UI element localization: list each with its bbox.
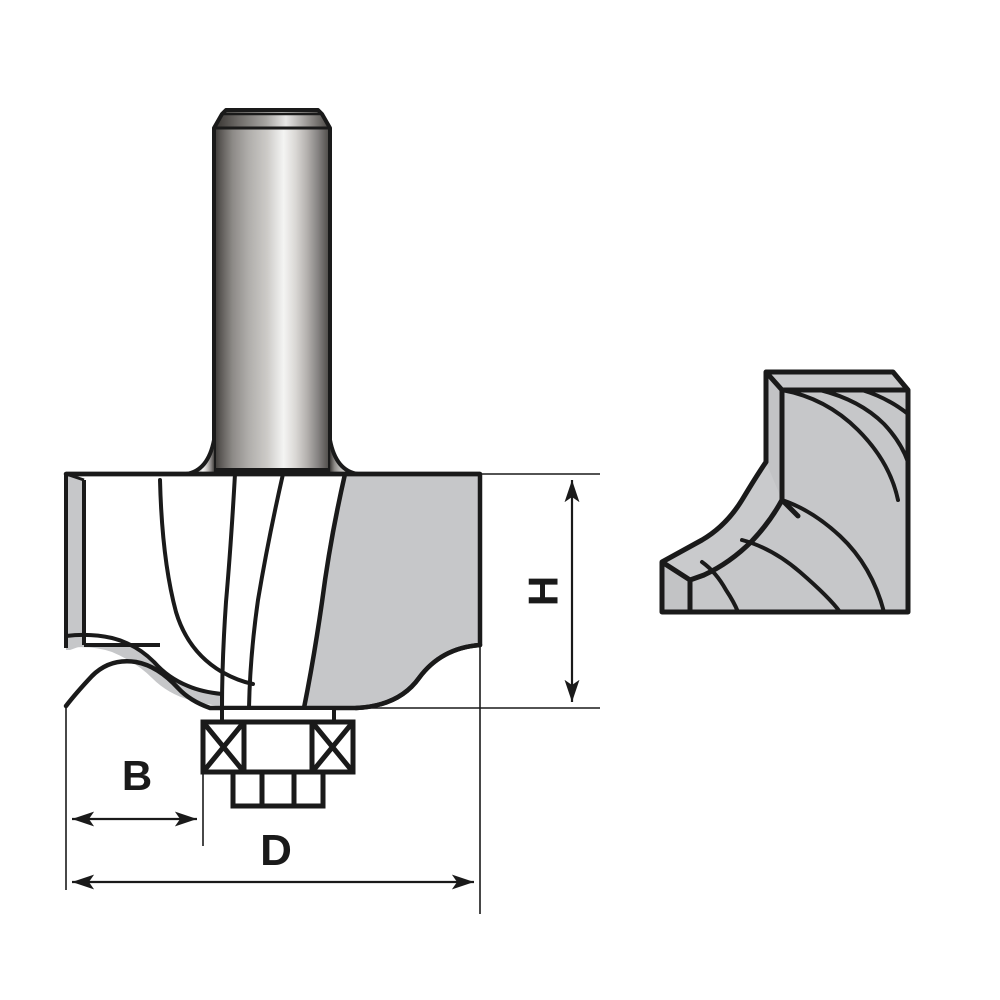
ball-bearing [200, 706, 356, 775]
dim-h-label: H [520, 576, 567, 606]
sample-grain-line-2 [818, 388, 910, 464]
shank-fillet-right-fill [330, 440, 358, 474]
sample-outline [659, 369, 911, 615]
screw-head-flats [259, 772, 297, 806]
sample-cove-corner-edge [779, 497, 801, 519]
bearing-inner-race [241, 719, 315, 775]
sample-top-face-fill [766, 372, 908, 390]
cutter-left-wall-shaded [66, 474, 84, 650]
cutter-flute-curve-1 [158, 478, 255, 686]
shank-body [214, 128, 330, 470]
machined-wood-profile-sample [659, 369, 911, 615]
cutter-flute-curve-4 [301, 471, 348, 711]
dimension-h: H [356, 473, 600, 709]
sample-front-cove-face [662, 462, 782, 612]
sample-bottom-strip-edge [660, 559, 693, 612]
cutter-right-cove-line [353, 642, 483, 711]
cutter-edge-inner-line [64, 632, 224, 708]
bearing-right-race-hatch [310, 720, 355, 774]
screw-head [230, 769, 326, 809]
cutter-inner-pocket [84, 480, 160, 645]
sample-grain-line-3 [860, 388, 910, 416]
sample-grain-line-4 [780, 498, 886, 614]
sample-grain-line-1 [780, 388, 900, 502]
sample-grain-line-6 [700, 560, 740, 614]
shank-fillet-left-fill [186, 440, 214, 474]
dim-b-label: B [122, 752, 152, 799]
dimension-d: D [72, 645, 481, 914]
cutter-flute-curve-3 [247, 472, 285, 710]
bearing-screw [230, 769, 326, 809]
bearing-left-race-hatch [201, 720, 246, 774]
sample-bottom-front-strip [662, 562, 690, 612]
sample-front-fillet-face [766, 372, 782, 500]
dim-d-label: D [260, 826, 292, 875]
cutter-body [63, 471, 483, 711]
shank-chamfer [214, 114, 330, 128]
cutter-flute-shaded-face [304, 474, 480, 708]
sample-grain-line-5 [740, 538, 842, 614]
cutter-left-edge-band [66, 634, 222, 706]
cutter-left-wall-top-chamfer [65, 472, 85, 482]
cutter-flute-curve-2 [220, 472, 237, 710]
dimension-b: B [65, 706, 204, 890]
